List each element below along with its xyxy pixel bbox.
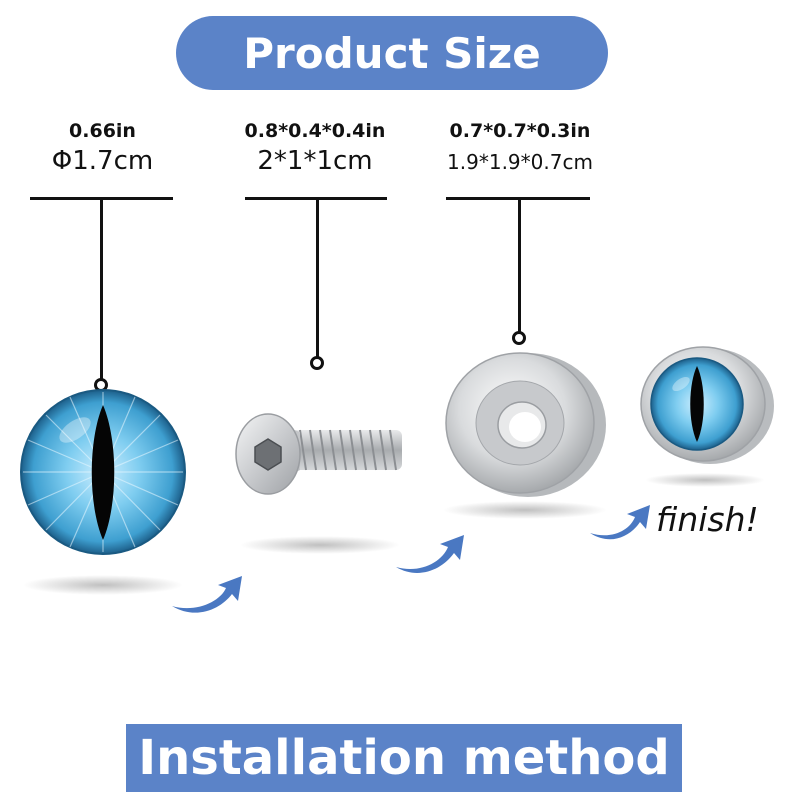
installation-method-banner: Installation method [126,724,682,792]
screw-leader-line [316,197,319,357]
screw-dimension: 0.8*0.4*0.4in 2*1*1cm [240,120,390,176]
nut-size-cm: 1.9*1.9*0.7cm [447,150,593,174]
eye-size-in: 0.66in [69,120,136,142]
finish-label: finish! [656,500,759,539]
screw-icon [235,413,402,554]
nut-leader-ring [512,331,526,345]
eye-icon [20,389,186,595]
screw-size-cm: 2*1*1cm [257,146,373,176]
nut-leader-line [518,197,521,332]
eye-dimension: 0.66in Φ1.7cm [30,120,175,176]
screw-size-in: 0.8*0.4*0.4in [244,120,386,142]
eye-size-cm: Φ1.7cm [51,146,154,176]
installation-method-title: Installation method [138,730,670,786]
arrow-icon [590,505,650,540]
nut-dimension: 0.7*0.7*0.3in 1.9*1.9*0.7cm [420,120,620,174]
arrow-icon [396,535,464,573]
eye-leader-line [100,197,103,380]
product-size-title: Product Size [243,28,541,78]
nut-size-in: 0.7*0.7*0.3in [449,120,591,142]
assembled-eye-icon [640,346,774,487]
arrow-icon [172,576,242,613]
nut-icon [443,352,607,519]
screw-leader-ring [310,356,324,370]
product-size-banner: Product Size [176,16,608,90]
